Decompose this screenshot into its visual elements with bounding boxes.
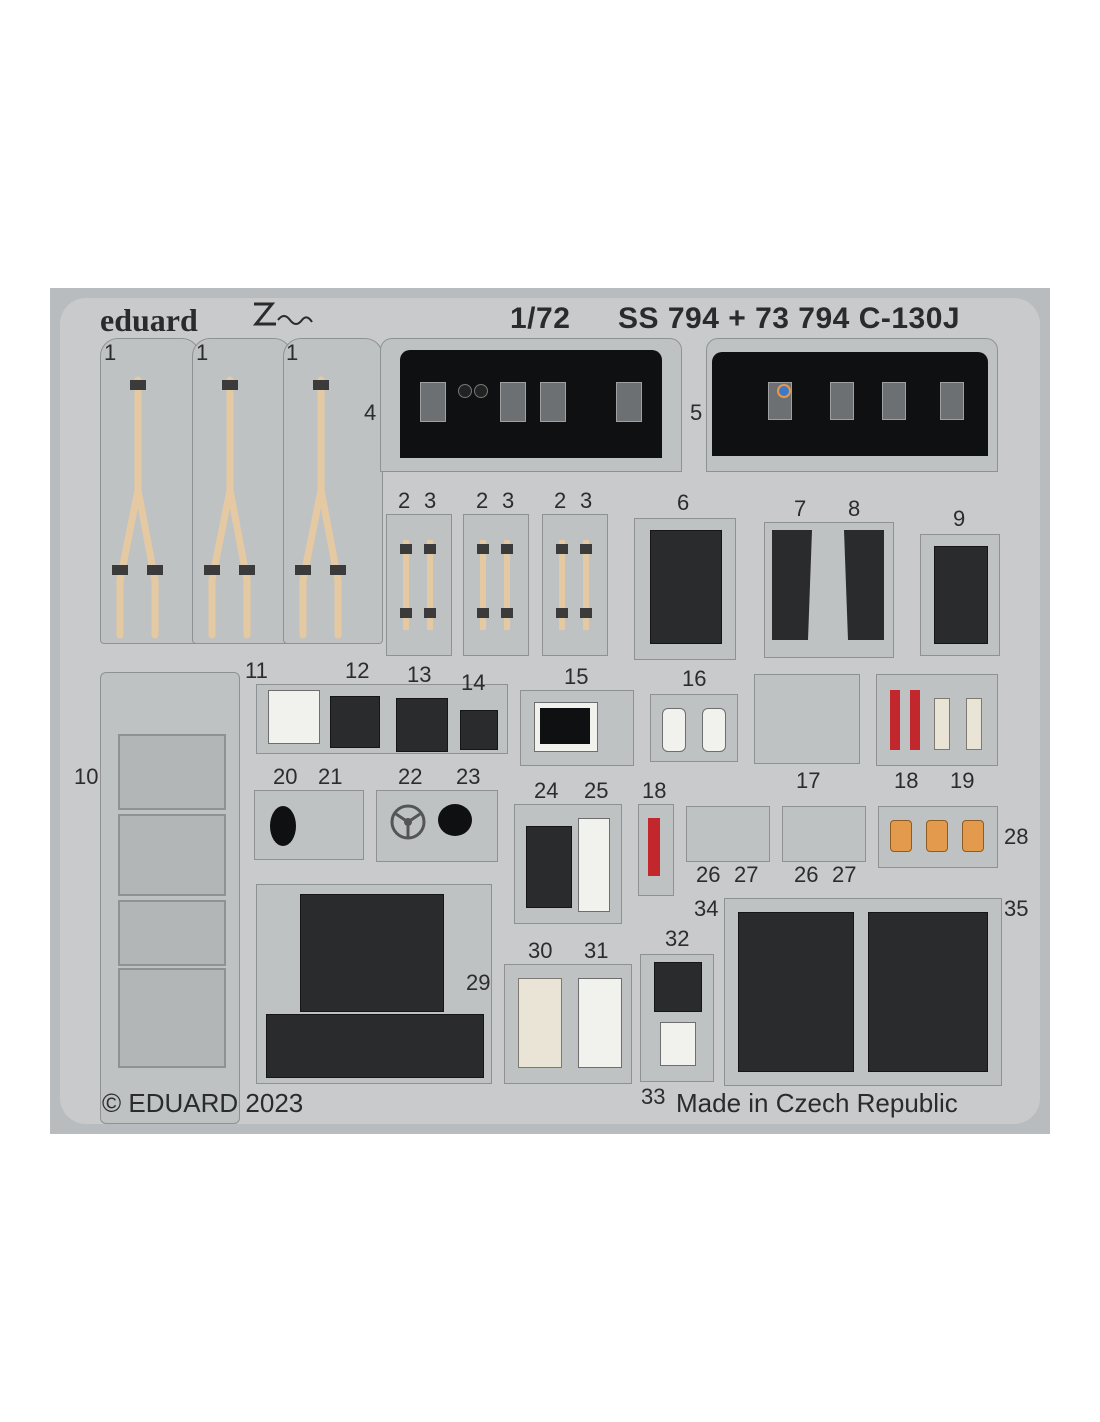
- part-number-4: 4: [364, 400, 377, 425]
- part-number-1: 1: [104, 340, 117, 365]
- part-number-18: 18: [642, 778, 667, 803]
- part-number-18: 18: [894, 768, 919, 793]
- part-number-2: 2: [398, 488, 411, 513]
- part-number-14: 14: [461, 670, 486, 695]
- part-number-21: 21: [318, 764, 343, 789]
- part-number-8: 8: [848, 496, 861, 521]
- part-number-27: 27: [832, 862, 857, 887]
- part-number-16: 16: [682, 666, 707, 691]
- part-number-2: 2: [476, 488, 489, 513]
- part-number-6: 6: [677, 490, 690, 515]
- harness-straps: [112, 376, 346, 639]
- part-number-34: 34: [694, 896, 719, 921]
- product-title: SS 794 + 73 794 C-130J: [618, 302, 961, 335]
- part-number-5: 5: [690, 400, 703, 425]
- part-number-30: 30: [528, 938, 553, 963]
- part-number-3: 3: [502, 488, 515, 513]
- part-number-24: 24: [534, 778, 559, 803]
- part-number-15: 15: [564, 664, 589, 689]
- part-number-33: 33: [641, 1084, 666, 1109]
- part-number-1: 1: [196, 340, 209, 365]
- part-number-3: 3: [424, 488, 437, 513]
- part-number-7: 7: [794, 496, 807, 521]
- part-number-28: 28: [1004, 824, 1029, 849]
- part-number-2: 2: [554, 488, 567, 513]
- part-number-9: 9: [953, 506, 966, 531]
- part-number-27: 27: [734, 862, 759, 887]
- part-number-3: 3: [580, 488, 593, 513]
- origin-text: Made in Czech Republic: [676, 1088, 958, 1118]
- part-number-13: 13: [407, 662, 432, 687]
- part-number-26: 26: [794, 862, 819, 887]
- indicator-icon: [777, 384, 791, 398]
- part-number-31: 31: [584, 938, 609, 963]
- part-number-12: 12: [345, 658, 370, 683]
- part-number-11: 11: [245, 658, 268, 683]
- zoom-logo: [250, 300, 314, 330]
- part-number-19: 19: [950, 768, 975, 793]
- wheel-icon: [390, 804, 426, 840]
- part-number-1: 1: [286, 340, 299, 365]
- part-number-20: 20: [273, 764, 298, 789]
- part-number-10: 10: [74, 764, 99, 789]
- part-number-32: 32: [665, 926, 690, 951]
- copyright-text: © EDUARD 2023: [102, 1088, 304, 1118]
- part-number-23: 23: [456, 764, 481, 789]
- scale-label: 1/72: [510, 302, 571, 335]
- part-number-17: 17: [796, 768, 821, 793]
- part-number-29: 29: [466, 970, 491, 995]
- brand-logo: eduard: [100, 302, 198, 338]
- part-number-22: 22: [398, 764, 423, 789]
- part-number-35: 35: [1004, 896, 1029, 921]
- part-number-26: 26: [696, 862, 721, 887]
- belt-straps: [400, 540, 592, 630]
- part-number-25: 25: [584, 778, 609, 803]
